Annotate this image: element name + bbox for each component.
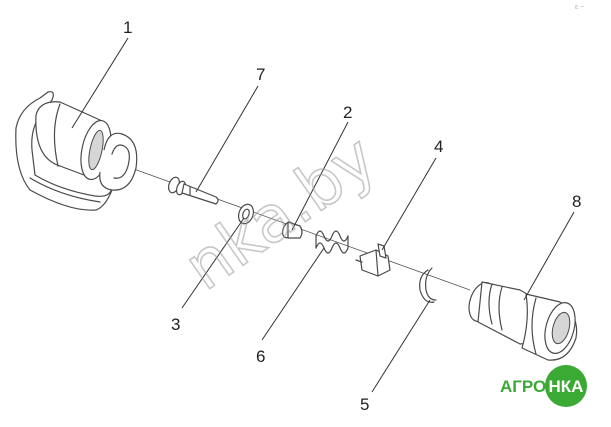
part-7-pin [167, 176, 219, 205]
agronka-logo: АГРО НКА [500, 365, 587, 407]
logo-text-agro: АГРО [500, 377, 546, 396]
callout-6: 6 [256, 347, 265, 366]
assembly-axis [94, 154, 471, 291]
callout-7: 7 [256, 65, 265, 84]
logo-circle [545, 365, 587, 407]
logo-text-nka: НКА [549, 377, 584, 396]
watermark-text: nka.by [172, 121, 390, 305]
part-1-cap [15, 91, 138, 211]
callout-2: 2 [343, 103, 352, 122]
callout-1: 1 [123, 18, 132, 37]
part-4-latch [355, 243, 391, 277]
part-8-connector [468, 281, 578, 361]
callout-3: 3 [171, 315, 180, 334]
corner-mark: ε ~ [575, 4, 584, 11]
callout-4: 4 [434, 137, 443, 156]
part-2-bushing [281, 221, 303, 239]
leader-lines [71, 37, 575, 393]
callout-5: 5 [360, 395, 369, 414]
part-6-spring [315, 230, 349, 254]
part-3-washer [237, 203, 255, 225]
callout-8: 8 [572, 192, 581, 211]
